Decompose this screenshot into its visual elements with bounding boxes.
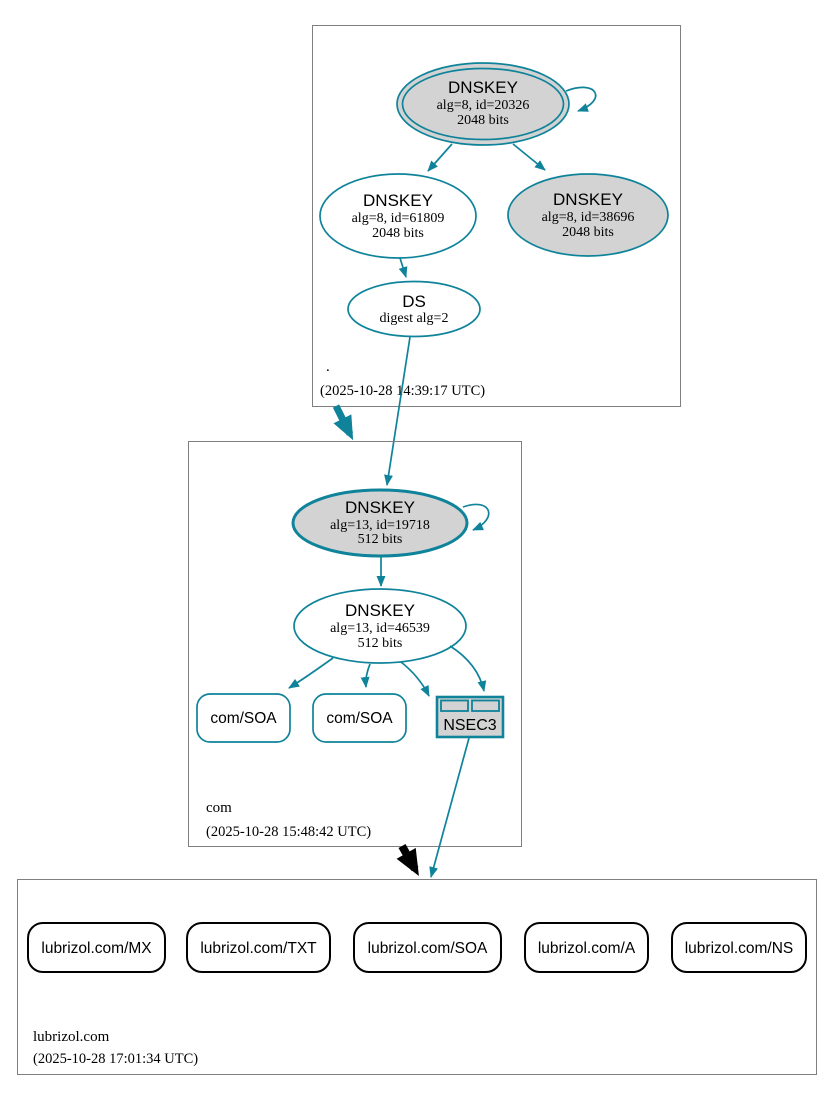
edge-comzsk-to-nsec3-left [400, 661, 430, 697]
root-zsk-size: 2048 bits [372, 226, 424, 241]
rrset-lubrizol-ns[interactable]: lubrizol.com/NS [671, 922, 807, 973]
com-zone-box [188, 441, 522, 847]
rrset-lubrizol-a[interactable]: lubrizol.com/A [524, 922, 649, 973]
com-zsk-size: 512 bits [358, 636, 403, 651]
com-ksk-dnskey-node[interactable]: DNSKEY alg=13, id=19718 512 bits [291, 488, 469, 558]
ds-node[interactable]: DS digest alg=2 [347, 280, 481, 338]
secure-delegation-arrow-root-to-com [332, 404, 354, 441]
root-ksk-self-sign-edge [565, 86, 597, 112]
com-ksk-self-sign-edge [462, 503, 490, 531]
rrset-com-soa-2[interactable]: com/SOA [312, 693, 407, 743]
root-standby-detail: alg=8, id=38696 [542, 210, 635, 225]
rrset-com-soa-1[interactable]: com/SOA [196, 693, 291, 743]
rrset-lubrizol-a-label: lubrizol.com/A [538, 940, 636, 957]
zone-com: DNSKEY alg=13, id=19718 512 bits DNSKEY … [188, 441, 522, 847]
root-zsk-title: DNSKEY [363, 191, 433, 210]
nsec3-label: NSEC3 [443, 717, 496, 734]
edge-ds-to-comksk [384, 336, 411, 486]
root-zsk-detail: alg=8, id=61809 [352, 211, 445, 226]
edge-comzsk-to-soa2 [360, 663, 371, 688]
rrset-lubrizol-mx[interactable]: lubrizol.com/MX [27, 922, 166, 973]
lubrizol-zone-label: lubrizol.com [33, 1029, 110, 1045]
ds-title: DS [402, 292, 426, 311]
zone-lubrizol: lubrizol.com/MX lubrizol.com/TXT lubrizo… [17, 879, 817, 1075]
edge-nsec3-to-lubrizol [429, 737, 470, 878]
com-ksk-title: DNSKEY [345, 498, 415, 517]
root-ksk-size: 2048 bits [457, 113, 509, 128]
rrset-lubrizol-txt[interactable]: lubrizol.com/TXT [186, 922, 331, 973]
ds-detail: digest alg=2 [380, 311, 449, 326]
edge-rootzsk-to-ds [398, 257, 408, 278]
com-ksk-size: 512 bits [358, 532, 403, 547]
com-ksk-detail: alg=13, id=19718 [330, 518, 430, 533]
rrset-lubrizol-txt-label: lubrizol.com/TXT [200, 940, 317, 957]
rrset-lubrizol-soa[interactable]: lubrizol.com/SOA [353, 922, 502, 973]
edge-rootksk-to-standby [512, 143, 546, 171]
root-ksk-dnskey-node[interactable]: DNSKEY alg=8, id=20326 2048 bits [396, 62, 570, 146]
rrset-lubrizol-ns-label: lubrizol.com/NS [685, 940, 794, 957]
lubrizol-zone-timestamp: (2025-10-28 17:01:34 UTC) [33, 1051, 198, 1067]
edge-comzsk-to-nsec3-top [449, 645, 487, 692]
com-zone-label: com [206, 800, 232, 816]
root-zsk-dnskey-node[interactable]: DNSKEY alg=8, id=61809 2048 bits [319, 173, 477, 259]
edge-rootksk-to-rootzsk [427, 143, 453, 172]
edge-comzsk-to-soa1 [288, 657, 334, 689]
nsec3-cell-left [440, 699, 469, 712]
rrset-lubrizol-mx-label: lubrizol.com/MX [41, 940, 152, 957]
root-standby-size: 2048 bits [562, 225, 614, 240]
root-standby-dnskey-node[interactable]: DNSKEY alg=8, id=38696 2048 bits [507, 173, 669, 257]
com-zsk-title: DNSKEY [345, 601, 415, 620]
insecure-delegation-arrow-com-to-lubrizol [396, 844, 419, 876]
rrset-com-soa-2-label: com/SOA [326, 710, 393, 727]
root-ksk-title: DNSKEY [448, 78, 518, 97]
lubrizol-zone-box [17, 879, 817, 1075]
root-standby-title: DNSKEY [553, 190, 623, 209]
com-zsk-detail: alg=13, id=46539 [330, 621, 430, 636]
rrset-lubrizol-soa-label: lubrizol.com/SOA [368, 940, 488, 957]
root-ksk-detail: alg=8, id=20326 [437, 98, 530, 113]
root-zone-timestamp: (2025-10-28 14:39:17 UTC) [320, 383, 485, 399]
root-zone-box [312, 25, 681, 407]
nsec3-node[interactable]: NSEC3 [435, 695, 505, 739]
com-zone-timestamp: (2025-10-28 15:48:42 UTC) [206, 824, 371, 840]
nsec3-cell-right [471, 699, 500, 712]
rrset-com-soa-1-label: com/SOA [210, 710, 277, 727]
root-zone-label: . [326, 359, 330, 375]
com-zsk-dnskey-node[interactable]: DNSKEY alg=13, id=46539 512 bits [293, 588, 467, 664]
zone-root: DNSKEY alg=8, id=20326 2048 bits DNSKEY … [312, 25, 681, 407]
